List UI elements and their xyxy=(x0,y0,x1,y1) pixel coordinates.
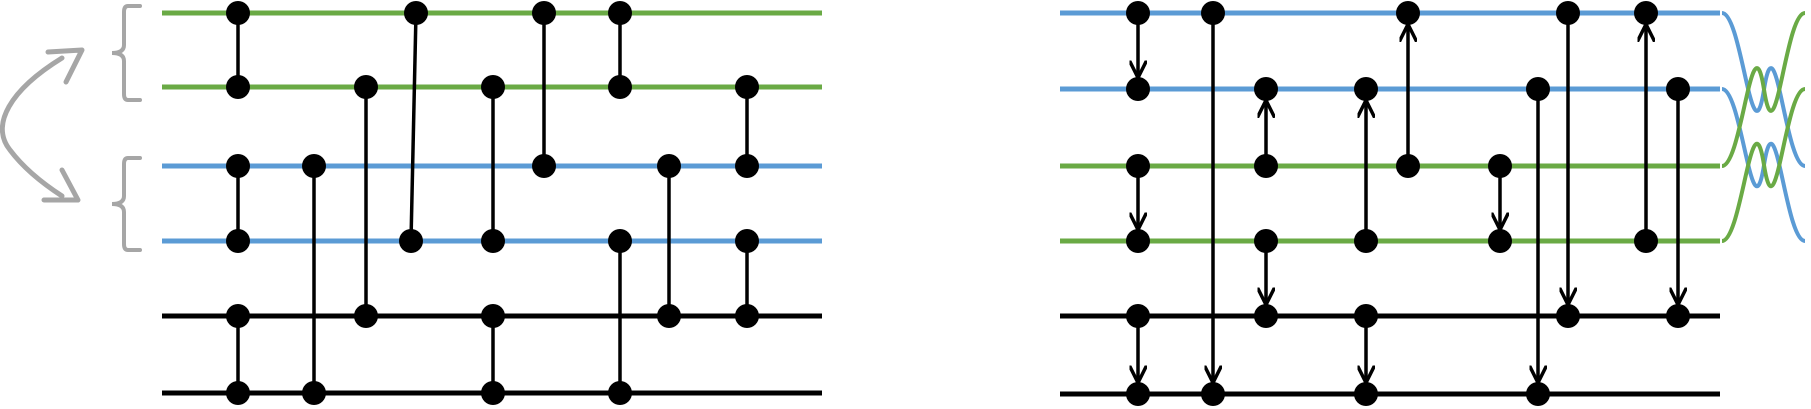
gate-connector xyxy=(409,12,418,242)
target-dot xyxy=(1126,77,1150,101)
target-dot xyxy=(1666,304,1690,328)
right-gate-10 xyxy=(1488,154,1512,253)
left-gate-8 xyxy=(481,304,505,405)
source-dot xyxy=(1126,304,1150,328)
right-gate-4 xyxy=(1201,1,1225,406)
control-dot xyxy=(481,229,505,253)
control-dot xyxy=(481,304,505,328)
left-gate-13 xyxy=(735,75,759,178)
control-dot xyxy=(608,1,632,25)
control-dot xyxy=(481,381,505,405)
left-gate-11 xyxy=(608,229,632,405)
right-gate-9 xyxy=(1396,1,1420,178)
control-dot xyxy=(735,75,759,99)
control-dot xyxy=(399,229,423,253)
control-dot xyxy=(354,304,378,328)
source-dot xyxy=(1126,1,1150,25)
control-dot xyxy=(302,381,326,405)
right-gate-14 xyxy=(1666,77,1690,328)
right-gate-2 xyxy=(1126,154,1150,253)
target-dot xyxy=(1634,1,1658,25)
right-gate-12 xyxy=(1556,1,1580,328)
control-dot xyxy=(608,229,632,253)
right-circuit xyxy=(1060,1,1806,406)
control-dot xyxy=(226,304,250,328)
control-dot xyxy=(226,381,250,405)
left-gate-12 xyxy=(657,154,681,328)
control-dot xyxy=(302,154,326,178)
arrowhead-icon xyxy=(41,167,81,203)
control-dot xyxy=(226,1,250,25)
source-dot xyxy=(1254,229,1278,253)
group-bracket xyxy=(111,4,142,102)
source-dot xyxy=(1126,154,1150,178)
target-dot xyxy=(1488,229,1512,253)
control-dot xyxy=(657,154,681,178)
control-dot xyxy=(735,304,759,328)
target-dot xyxy=(1254,77,1278,101)
right-gate-3 xyxy=(1126,304,1150,406)
left-gate-2 xyxy=(226,154,250,253)
source-dot xyxy=(1254,154,1278,178)
target-dot xyxy=(1396,1,1420,25)
left-gate-6 xyxy=(399,1,428,253)
left-gate-5 xyxy=(354,75,378,328)
control-dot xyxy=(657,304,681,328)
source-dot xyxy=(1666,77,1690,101)
target-dot xyxy=(1556,304,1580,328)
target-dot xyxy=(1126,382,1150,406)
crossing-wire xyxy=(1721,11,1806,168)
source-dot xyxy=(1634,229,1658,253)
left-gate-3 xyxy=(226,304,250,405)
source-dot xyxy=(1354,229,1378,253)
right-gate-1 xyxy=(1126,1,1150,101)
control-dot xyxy=(608,75,632,99)
right-gate-6 xyxy=(1254,229,1278,328)
wire-crossing xyxy=(1721,11,1806,243)
left-gate-10 xyxy=(608,1,632,99)
control-dot xyxy=(608,381,632,405)
control-dot xyxy=(226,75,250,99)
source-dot xyxy=(1526,77,1550,101)
left-gate-7 xyxy=(481,75,505,253)
curved-double-arrow-icon xyxy=(0,55,65,199)
target-dot xyxy=(1354,77,1378,101)
control-dot xyxy=(354,75,378,99)
right-gate-11 xyxy=(1526,77,1550,406)
crossing-wire xyxy=(1721,87,1806,243)
left-circuit xyxy=(0,1,822,405)
source-dot xyxy=(1488,154,1512,178)
source-dot xyxy=(1201,1,1225,25)
arrowhead-icon xyxy=(45,47,85,85)
left-gate-4 xyxy=(302,154,326,405)
source-dot xyxy=(1396,154,1420,178)
right-gate-13 xyxy=(1634,1,1658,253)
group-bracket xyxy=(111,156,142,252)
target-dot xyxy=(1354,382,1378,406)
target-dot xyxy=(1254,304,1278,328)
target-dot xyxy=(1526,382,1550,406)
control-dot xyxy=(532,1,556,25)
source-dot xyxy=(1556,1,1580,25)
source-dot xyxy=(1354,304,1378,328)
control-dot xyxy=(735,229,759,253)
control-dot xyxy=(226,229,250,253)
target-dot xyxy=(1126,229,1150,253)
right-gate-5 xyxy=(1254,77,1278,178)
left-gate-14 xyxy=(735,229,759,328)
swap-indicator xyxy=(0,4,142,252)
control-dot xyxy=(404,1,428,25)
control-dot xyxy=(226,154,250,178)
right-gate-7 xyxy=(1354,77,1378,253)
control-dot xyxy=(481,75,505,99)
left-gate-9 xyxy=(532,1,556,178)
right-gate-8 xyxy=(1354,304,1378,406)
control-dot xyxy=(532,154,556,178)
left-gate-1 xyxy=(226,1,250,99)
target-dot xyxy=(1201,382,1225,406)
control-dot xyxy=(735,154,759,178)
